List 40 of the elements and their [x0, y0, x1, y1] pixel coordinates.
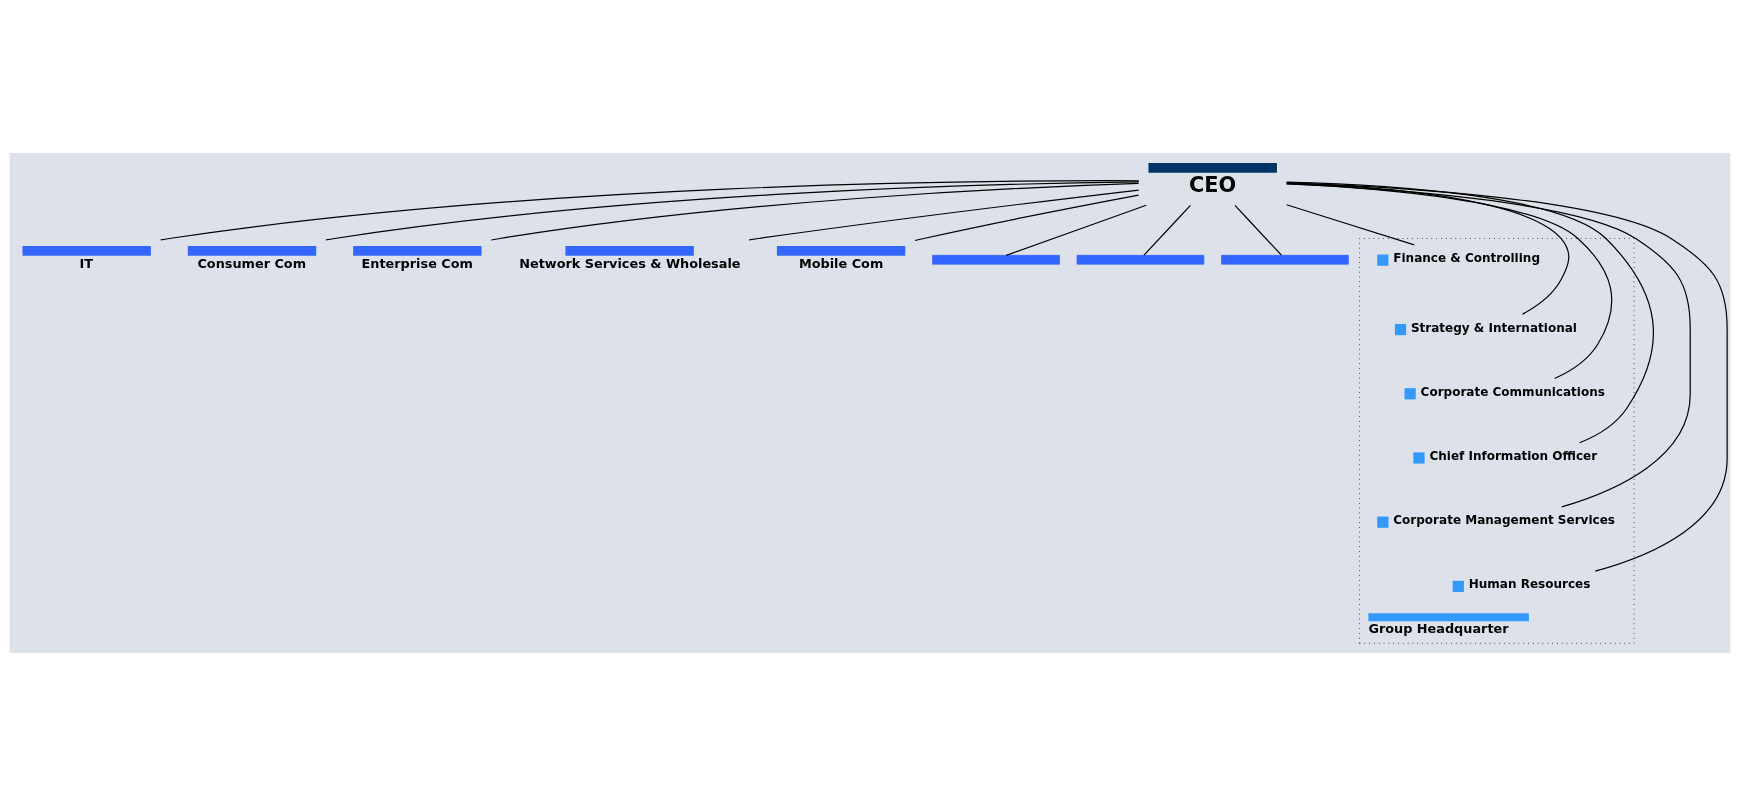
connector	[748, 188, 1140, 240]
node-box	[22, 245, 151, 256]
node-box	[565, 245, 694, 256]
node-label: Finance & Controlling	[1393, 250, 1541, 265]
node-bar	[932, 254, 1060, 265]
node-bar	[1076, 254, 1205, 265]
node-label: Human Resources	[1468, 576, 1591, 591]
node-box	[187, 245, 317, 256]
connector	[160, 179, 1140, 240]
node-label: Corporate Communications	[1420, 384, 1605, 399]
connector	[490, 182, 1140, 241]
node-box	[1452, 580, 1464, 592]
connector	[1286, 203, 1415, 245]
connector	[325, 180, 1140, 241]
node-label: Chief Information Officer	[1429, 448, 1598, 463]
connector	[1234, 204, 1283, 256]
connector	[1005, 204, 1147, 256]
node-box	[1377, 516, 1389, 528]
node-label: Enterprise Com	[361, 255, 473, 271]
connector	[1286, 182, 1728, 572]
node-box	[1404, 387, 1416, 399]
node-box	[353, 245, 482, 256]
node-bar	[1221, 254, 1349, 265]
node-label: IT	[79, 255, 93, 271]
node-box	[1394, 323, 1407, 335]
connector	[1286, 180, 1655, 443]
node-label: Strategy & International	[1410, 320, 1577, 335]
connector	[1286, 182, 1613, 379]
node-box	[776, 245, 906, 256]
node-label: Consumer Com	[197, 255, 307, 271]
node-box	[1148, 162, 1277, 173]
node-label: CEO	[1189, 172, 1237, 197]
connector	[914, 194, 1140, 241]
node-label: Mobile Com	[798, 255, 884, 271]
node-label: Corporate Management Services	[1393, 512, 1615, 527]
node-box	[1413, 451, 1425, 464]
connector	[1143, 204, 1192, 256]
connector	[1285, 182, 1691, 507]
node-box	[1377, 254, 1389, 266]
node-label: Network Services & Wholesale	[519, 255, 741, 271]
